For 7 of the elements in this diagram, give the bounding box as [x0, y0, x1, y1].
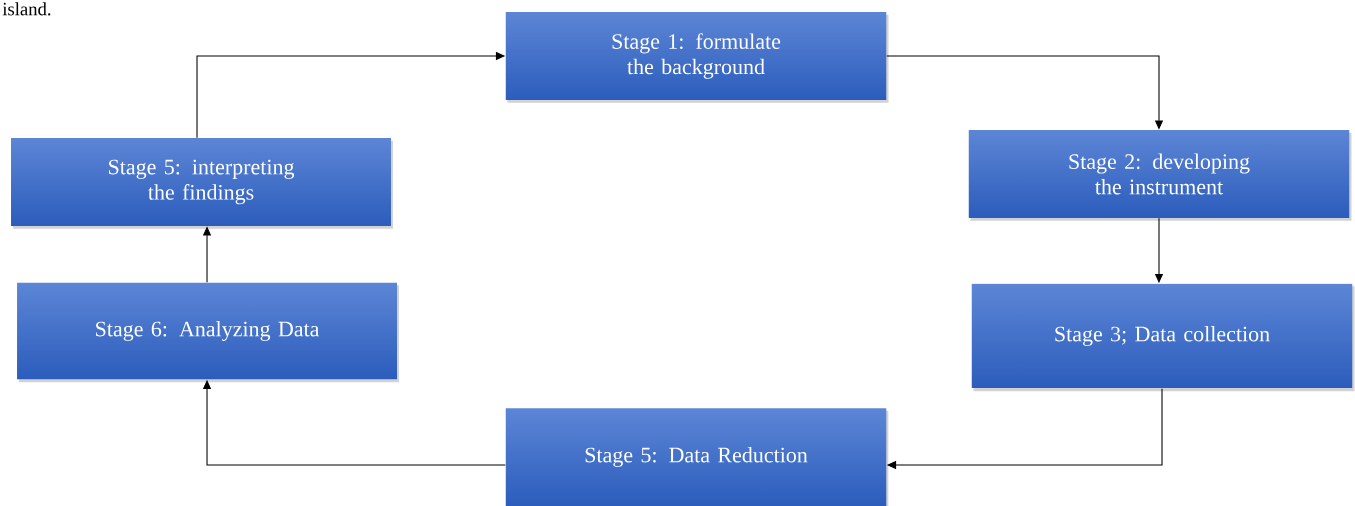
note-text: island.	[2, 2, 51, 16]
process-box: Stage 5: interpreting the findings	[11, 138, 393, 229]
process-box: Stage 3; Data collection	[971, 283, 1355, 392]
process-box: Stage 5: Data Reduction	[505, 408, 889, 506]
process-box: Stage 6: Analyzing Data	[17, 282, 399, 383]
process-box: Stage 1: formulate the background	[505, 12, 889, 103]
process-box: Stage 2: developing the instrument	[968, 130, 1352, 221]
